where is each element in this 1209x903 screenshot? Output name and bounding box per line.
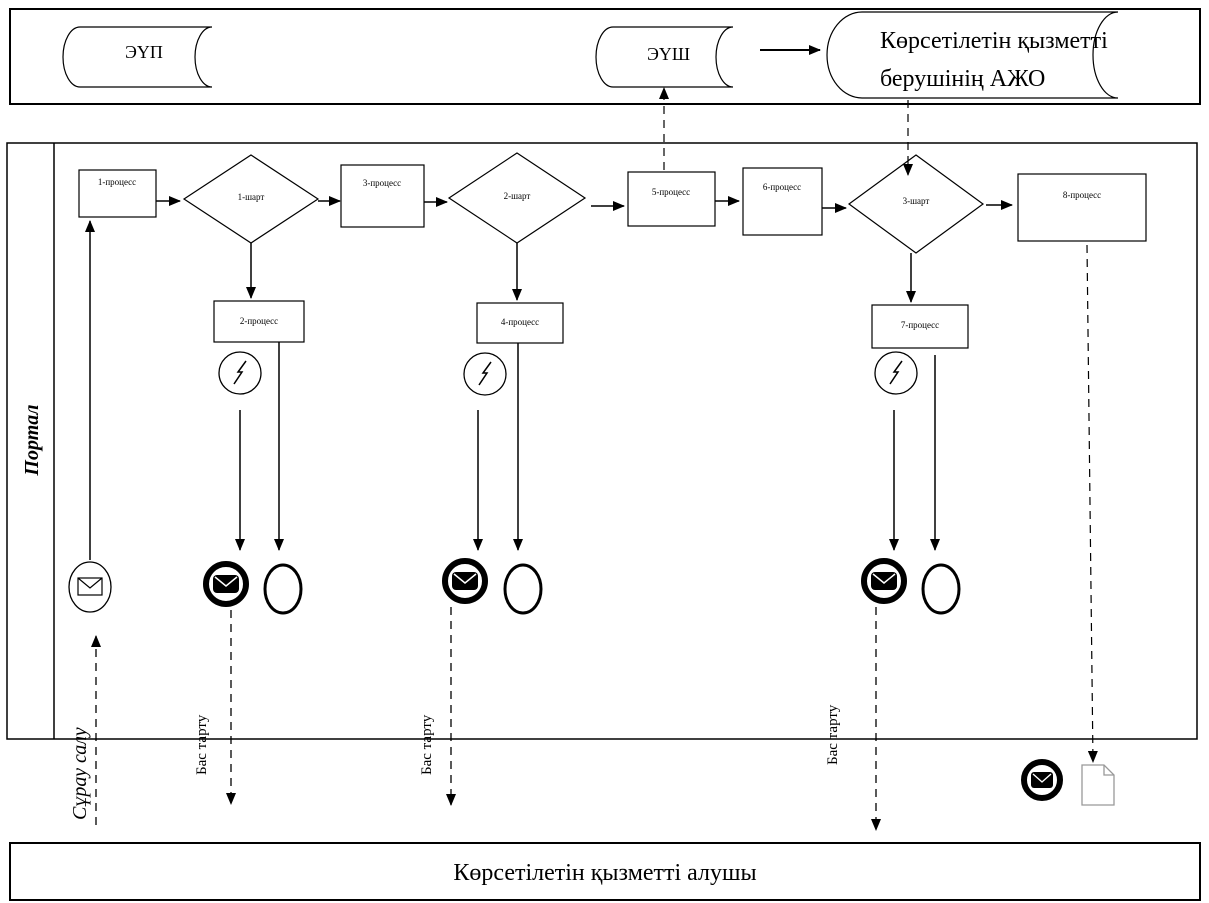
envelope-icon-flap xyxy=(872,573,896,584)
intermediate-event-3 xyxy=(874,351,918,395)
process-4-label: 4-процесс xyxy=(501,317,539,327)
evsh-system-shape xyxy=(595,26,734,88)
condition-2-label: 2-шарт xyxy=(504,191,531,201)
process-3-label: 3-процесс xyxy=(363,178,401,188)
end-event-3 xyxy=(921,563,961,615)
process-8 xyxy=(1017,173,1147,242)
portal-lane-title: Портал xyxy=(21,404,43,476)
process-4 xyxy=(476,302,564,344)
evsh-label: ЭҮШ xyxy=(647,44,690,64)
process-2-label: 2-процесс xyxy=(240,316,278,326)
end-event-2 xyxy=(503,563,543,615)
ajo-label-line2: берушінің АЖО xyxy=(880,66,1045,92)
envelope-icon xyxy=(871,572,897,590)
envelope-icon-flap xyxy=(77,577,103,589)
process-5 xyxy=(627,171,716,227)
end-event-1 xyxy=(263,563,303,615)
process-2 xyxy=(213,300,305,343)
lightning-icon xyxy=(233,360,247,385)
intermediate-event-1 xyxy=(218,351,262,395)
envelope-icon xyxy=(452,572,478,590)
process-8-label: 8-процесс xyxy=(1063,190,1101,200)
condition-3 xyxy=(847,154,985,254)
envelope-icon-flap xyxy=(214,576,238,587)
ajo-label-line1: Көрсетілетін қызметті xyxy=(880,28,1108,54)
condition-3-label: 3-шарт xyxy=(903,196,930,206)
process-1-label: 1-процесс xyxy=(98,177,136,187)
intermediate-event-2 xyxy=(463,352,507,396)
process-7 xyxy=(871,304,969,349)
envelope-icon xyxy=(1031,772,1053,788)
portal-lane xyxy=(6,142,1198,740)
process-7-label: 7-процесс xyxy=(901,320,939,330)
lightning-icon xyxy=(478,361,492,386)
envelope-icon-flap xyxy=(453,573,477,584)
print-label-1: Бас тарту xyxy=(194,714,210,775)
envelope-icon-flap xyxy=(1032,773,1052,783)
lightning-icon xyxy=(889,360,903,385)
document-icon xyxy=(1081,764,1115,806)
ajo-system-shape xyxy=(826,11,1119,99)
print-label-3: Бас тарту xyxy=(825,704,841,765)
process-3 xyxy=(340,164,425,228)
envelope-icon xyxy=(213,575,239,593)
condition-1-label: 1-шарт xyxy=(238,192,265,202)
process-5-label: 5-процесс xyxy=(652,187,690,197)
process-6 xyxy=(742,167,823,236)
evp-label: ЭҮП xyxy=(125,42,163,62)
receiver-lane-title: Көрсетілетін қызметті алушы xyxy=(453,860,756,886)
process-1 xyxy=(78,169,157,218)
process-6-label: 6-процесс xyxy=(763,182,801,192)
receiver-lane xyxy=(9,842,1201,901)
document-icon-fold xyxy=(1103,765,1114,776)
request-label: Сұрау салу xyxy=(69,727,91,820)
dashed-p8-to-document xyxy=(1086,244,1098,763)
print-label-2: Бас тарту xyxy=(419,714,435,775)
evp-system-shape xyxy=(62,26,213,88)
